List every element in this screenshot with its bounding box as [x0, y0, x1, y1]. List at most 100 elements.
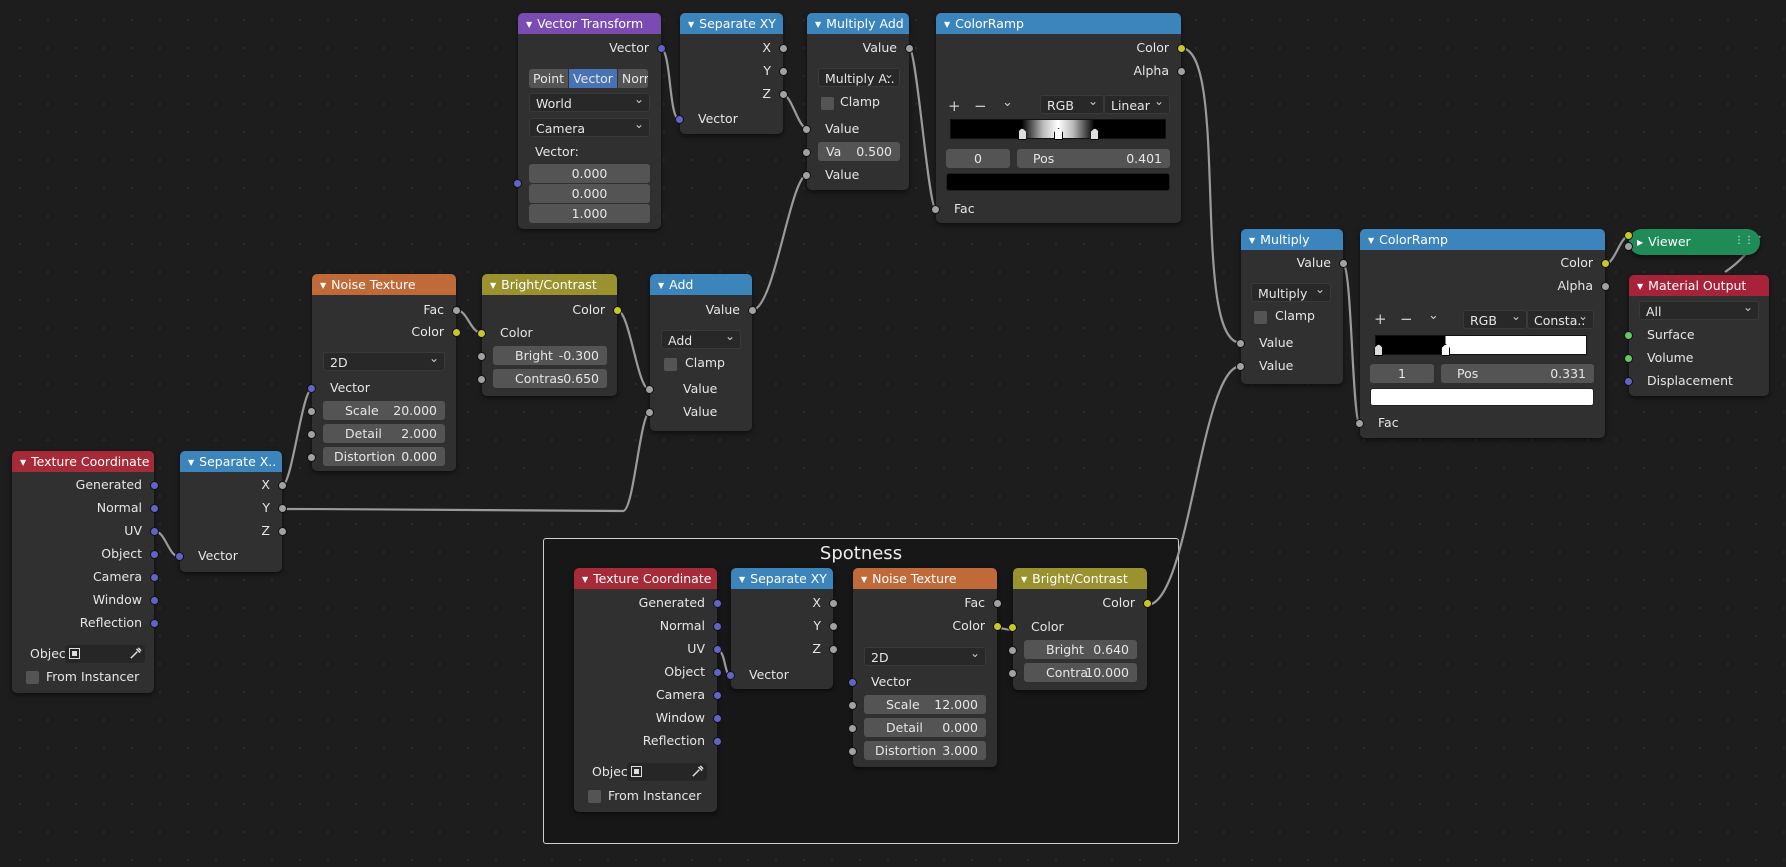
- add-stop-icon[interactable]: +: [1374, 310, 1387, 328]
- output-socket-uv[interactable]: [150, 527, 159, 536]
- node-header[interactable]: ▼Multiply Add: [807, 13, 909, 34]
- input-socket-contrast[interactable]: [1008, 669, 1017, 678]
- collapse-icon[interactable]: ▼: [20, 458, 27, 467]
- mode-point[interactable]: Point: [529, 69, 569, 88]
- interpolation-dropdown[interactable]: Linear: [1104, 95, 1170, 114]
- ramp-menu-icon[interactable]: ⌄: [1428, 308, 1439, 323]
- operation-dropdown[interactable]: Multiply A..: [818, 68, 900, 87]
- output-socket-normal[interactable]: [713, 622, 722, 631]
- vector-z-field[interactable]: 1.000: [529, 204, 650, 223]
- input-socket-displacement[interactable]: [1624, 377, 1633, 386]
- from-instancer-checkbox[interactable]: [588, 790, 601, 803]
- output-socket-object[interactable]: [150, 550, 159, 559]
- add-stop-icon[interactable]: +: [948, 97, 961, 115]
- collapse-icon[interactable]: ▼: [1637, 282, 1644, 291]
- remove-stop-icon[interactable]: −: [974, 97, 987, 115]
- vector-y-field[interactable]: 0.000: [529, 184, 650, 203]
- output-socket-color[interactable]: [1177, 44, 1186, 53]
- input-socket-value-2[interactable]: [802, 148, 811, 157]
- clamp-checkbox[interactable]: [821, 97, 834, 110]
- node-header[interactable]: ▶Viewer: [1629, 229, 1760, 255]
- grip-icon[interactable]: ⋮⋮: [1734, 235, 1754, 246]
- object-field[interactable]: [627, 763, 707, 781]
- output-socket-generated[interactable]: [713, 599, 722, 608]
- vector-x-field[interactable]: 0.000: [529, 164, 650, 183]
- output-socket-color[interactable]: [993, 622, 1002, 631]
- input-socket-value-1[interactable]: [802, 125, 811, 134]
- node-header[interactable]: ▼Material Output: [1629, 275, 1769, 296]
- node-header[interactable]: ▼Bright/Contrast: [1013, 568, 1147, 589]
- clamp-checkbox[interactable]: [1254, 311, 1267, 324]
- output-socket-x[interactable]: [779, 44, 788, 53]
- expand-icon[interactable]: ▶: [1637, 238, 1644, 247]
- collapse-icon[interactable]: ▼: [1021, 575, 1028, 584]
- output-socket-generated[interactable]: [150, 481, 159, 490]
- ramp-stop-active[interactable]: [1054, 128, 1063, 140]
- collapse-icon[interactable]: ▼: [320, 281, 327, 290]
- node-header[interactable]: ▼ColorRamp: [936, 13, 1181, 34]
- input-socket-vector[interactable]: [175, 552, 184, 561]
- node-header[interactable]: ▼Separate X..: [180, 451, 282, 472]
- output-socket-alpha[interactable]: [1177, 67, 1186, 76]
- output-socket-x[interactable]: [829, 599, 838, 608]
- noise-texture-node[interactable]: ▼Noise Texture Fac Color 2D Vector Scale…: [307, 274, 461, 471]
- input-socket-surface[interactable]: [1624, 331, 1633, 340]
- mode-normal[interactable]: Norm..: [617, 69, 648, 88]
- output-socket-y[interactable]: [829, 622, 838, 631]
- ramp-stop[interactable]: [1017, 128, 1027, 140]
- collapse-icon[interactable]: ▼: [944, 20, 951, 29]
- bright-field[interactable]: Bright-0.300: [493, 346, 607, 365]
- output-socket-z[interactable]: [278, 527, 287, 536]
- output-socket-color[interactable]: [452, 328, 461, 337]
- output-socket-x[interactable]: [278, 481, 287, 490]
- output-socket-z[interactable]: [779, 90, 788, 99]
- node-header[interactable]: ▼Bright/Contrast: [482, 274, 617, 295]
- input-socket-vector[interactable]: [513, 179, 522, 188]
- stop-color-swatch[interactable]: [1370, 388, 1594, 406]
- input-socket-vector[interactable]: [307, 384, 316, 393]
- noise-texture-node-spot[interactable]: ▼Noise Texture Fac Color 2D Vector Scale…: [848, 568, 1002, 767]
- eyedropper-icon[interactable]: [691, 765, 704, 778]
- convert-from-dropdown[interactable]: World: [529, 93, 650, 112]
- interpolation-dropdown[interactable]: Consta..: [1527, 310, 1594, 329]
- output-socket-color[interactable]: [1601, 259, 1610, 268]
- collapse-icon[interactable]: ▼: [1368, 236, 1375, 245]
- input-socket-distortion[interactable]: [307, 453, 316, 462]
- input-socket-value-2[interactable]: [1236, 362, 1245, 371]
- output-socket-alpha[interactable]: [1601, 282, 1610, 291]
- output-socket-value[interactable]: [748, 306, 757, 315]
- output-socket-uv[interactable]: [713, 645, 722, 654]
- output-socket-color[interactable]: [1143, 599, 1152, 608]
- output-socket-camera[interactable]: [713, 691, 722, 700]
- operation-dropdown[interactable]: Add: [661, 330, 741, 349]
- viewer-node[interactable]: ▶Viewer ⋮⋮: [1624, 229, 1760, 255]
- output-socket-color[interactable]: [613, 306, 622, 315]
- input-socket-scale[interactable]: [307, 407, 316, 416]
- node-header[interactable]: ▼Separate XY: [680, 13, 783, 34]
- texture-coordinate-node[interactable]: ▼Texture Coordinate Generated Normal UV …: [12, 451, 159, 693]
- colorramp-node-top[interactable]: ▼ColorRamp Color Alpha + − ⌄ RGB Linear …: [931, 13, 1186, 223]
- ramp-menu-icon[interactable]: ⌄: [1002, 95, 1013, 110]
- material-output-node[interactable]: ▼Material Output All Surface Volume Disp…: [1624, 275, 1769, 396]
- input-socket-scale[interactable]: [848, 701, 857, 710]
- contrast-field[interactable]: Contras-0.650: [493, 369, 607, 388]
- output-socket-vector[interactable]: [657, 44, 666, 53]
- object-field[interactable]: [65, 645, 145, 663]
- operation-dropdown[interactable]: Multiply: [1251, 283, 1331, 302]
- separate-xy-node-spot[interactable]: ▼Separate XY X Y Z Vector: [726, 568, 838, 689]
- input-socket-bright[interactable]: [477, 352, 486, 361]
- output-socket-camera[interactable]: [150, 573, 159, 582]
- collapse-icon[interactable]: ▼: [526, 20, 533, 29]
- collapse-icon[interactable]: ▼: [658, 281, 665, 290]
- output-socket-fac[interactable]: [452, 306, 461, 315]
- node-header[interactable]: ▼Vector Transform: [518, 13, 661, 34]
- eyedropper-icon[interactable]: [129, 647, 142, 660]
- input-socket-vector[interactable]: [675, 115, 684, 124]
- node-header[interactable]: ▼ColorRamp: [1360, 229, 1605, 250]
